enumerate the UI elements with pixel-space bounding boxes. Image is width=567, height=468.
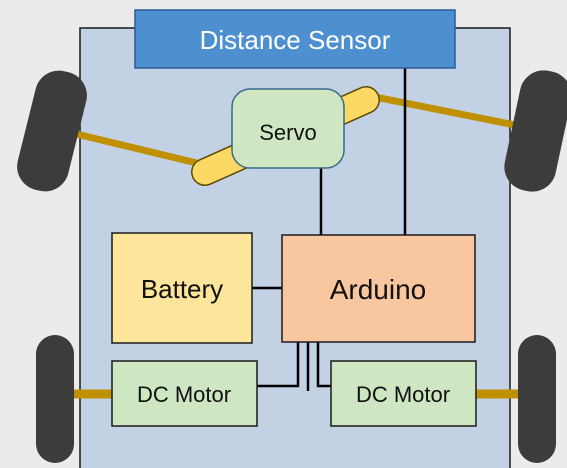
rear-right-wheel xyxy=(518,335,556,463)
battery-box xyxy=(111,232,253,344)
arduino-label: Arduino xyxy=(330,274,427,305)
front-right-axle xyxy=(369,92,521,130)
battery-label: Battery xyxy=(141,274,223,304)
right-dc-motor-box xyxy=(330,360,477,427)
distance-sensor-label: Distance Sensor xyxy=(200,25,391,55)
left-dc-motor-label: DC Motor xyxy=(137,382,231,407)
servo-box xyxy=(231,88,345,169)
front-right-wheel xyxy=(504,70,567,192)
rear-left-wheel xyxy=(36,335,74,463)
front-left-wheel xyxy=(17,70,87,192)
front-left-axle xyxy=(67,128,206,169)
wires xyxy=(252,68,407,391)
right-dc-motor-label: DC Motor xyxy=(356,382,450,407)
wire-arduino-left-motor xyxy=(257,342,300,388)
distance-sensor-box xyxy=(134,9,456,69)
arduino-box xyxy=(281,234,476,343)
left-dc-motor-box xyxy=(111,360,258,427)
wire-arduino-right-motor xyxy=(316,342,331,388)
servo-label: Servo xyxy=(259,120,316,145)
